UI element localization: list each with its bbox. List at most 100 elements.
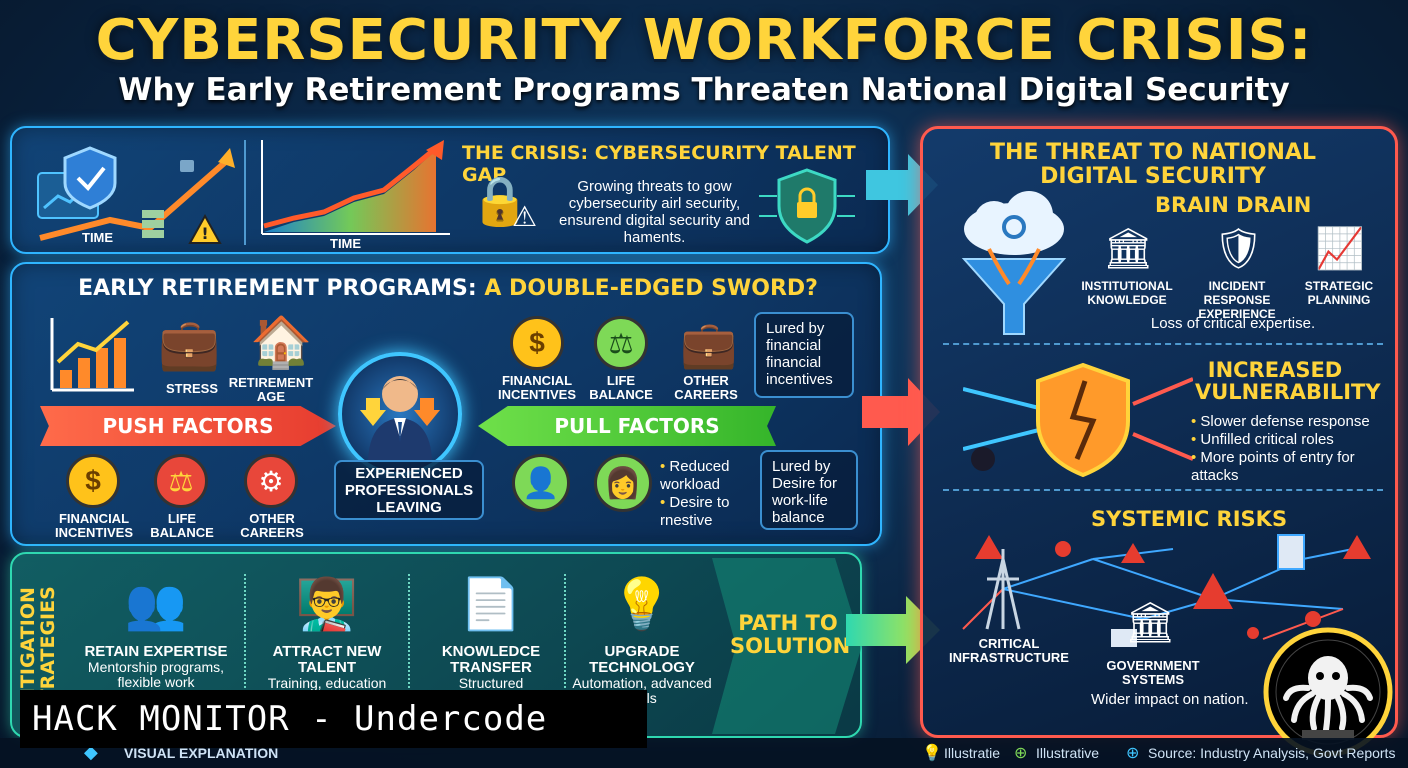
government-building-icon: 🏛 xyxy=(1125,601,1176,645)
person-avatar-icon: 👤 xyxy=(512,454,570,512)
briefcase-icon-pull: 💼 xyxy=(680,318,738,370)
systemic-network-diagram xyxy=(962,534,1371,647)
push-factor-retirement-age: RETIREMENT AGE xyxy=(228,375,314,404)
large-chart-axis-label: TIME xyxy=(330,236,362,251)
circuit-shield-icon xyxy=(759,168,855,244)
pull-factors-arrow: PULL FACTORS xyxy=(478,406,776,446)
footer-legend-2: Illustrative xyxy=(1036,745,1100,761)
threat-title: THE THREAT TO NATIONAL DIGITAL SECURITY xyxy=(990,140,1316,189)
mitigation-title: KNOWLEDCE TRANSFER xyxy=(441,643,541,676)
mitigation-desc: Training, education xyxy=(267,675,387,691)
divider xyxy=(244,140,246,245)
rising-bar-chart-icon xyxy=(50,318,134,392)
mitigation-title: ATTRACT NEW TALENT xyxy=(272,643,382,676)
vuln-bullet: Slower defense response xyxy=(1191,413,1391,431)
mitigation-title: UPGRADE TECHNOLOGY xyxy=(589,643,695,676)
small-growth-chart: ! xyxy=(37,146,235,244)
mitigation-attract: 👨‍🏫 ATTRACT NEW TALENT Training, educati… xyxy=(252,564,402,691)
strategy-chart-icon: 📈 xyxy=(1315,227,1365,271)
small-chart-axis-label: TIME xyxy=(82,230,114,245)
divider xyxy=(408,574,410,724)
page-title: CYBERSECURITY WORKFORCE CRISIS: xyxy=(95,8,1313,73)
globe-icon: ⊕ xyxy=(1014,745,1028,762)
arrow-solution-to-threat xyxy=(846,596,940,664)
systemic-title: SYSTEMIC RISKS xyxy=(1091,507,1288,531)
early-retirement-panel: EARLY RETIREMENT PROGRAMS: A DOUBLE-EDGE… xyxy=(10,262,882,546)
cracked-shield-icon xyxy=(963,362,1193,478)
teacher-board-icon: 👨‍🏫 xyxy=(295,576,359,632)
mitigation-desc: Mentorship programs, flexible work xyxy=(87,659,225,690)
document-icon: 📄 xyxy=(459,576,523,632)
lured-financial-box: Lured by financial financial incentives xyxy=(754,312,854,398)
dollar-coin-icon: $ xyxy=(66,454,120,508)
svg-text:!: ! xyxy=(201,224,208,243)
crisis-text: Growing threats to gow cybersecurity air… xyxy=(559,178,750,246)
pull-bullet: Reduced workload xyxy=(660,458,756,494)
padlock-icon: 🔒 xyxy=(470,175,530,228)
brain-drain-title: BRAIN DRAIN xyxy=(1155,193,1312,217)
lured-financial-text: Lured by financial financial incentives xyxy=(766,320,833,388)
lured-balance-box: Lured by Desire for work-life balance xyxy=(760,450,858,530)
brain-caption: Loss of critical expertise. xyxy=(1150,315,1316,332)
pull-factor-life-balance: LIFE BALANCE xyxy=(589,373,653,402)
source-globe-icon: ⊕ xyxy=(1126,745,1140,762)
pull-factor-other-careers: OTHER CAREERS xyxy=(674,373,738,402)
early-retirement-title: EARLY RETIREMENT PROGRAMS: A DOUBLE-EDGE… xyxy=(12,276,884,301)
lightbulb-gear-icon: 💡 xyxy=(610,576,674,632)
push-factors-arrow: PUSH FACTORS xyxy=(40,406,336,446)
life-balance-icon-pull: ⚖ xyxy=(594,316,648,370)
brain-item: STRATEGIC PLANNING xyxy=(1304,279,1374,307)
push-factor-financial: FINANCIAL INCENTIVES xyxy=(54,511,133,540)
house-icon: 🏠 xyxy=(250,314,313,370)
push-factor-other-careers: OTHER CAREERS xyxy=(240,511,304,540)
vuln-bullet: More points of entry for attacks xyxy=(1191,449,1391,485)
crisis-title: THE CRISIS: CYBERSECURITY TALENT GAP xyxy=(462,142,856,186)
path-to-solution: PATH TO SOLUTION xyxy=(730,611,851,658)
divider xyxy=(943,343,1383,345)
early-title-yellow: A DOUBLE-EDGED SWORD? xyxy=(484,276,818,301)
alert-shield-icon: 🛡 xyxy=(1213,227,1264,271)
hack-monitor-banner: HACK MONITOR - Undercode xyxy=(20,690,647,748)
footer-legend-1: Illustratie xyxy=(944,745,1001,761)
mitigation-desc: Structured xyxy=(458,675,524,691)
brain-item: INSTITUTIONAL KNOWLEDGE xyxy=(1081,279,1173,307)
center-label: EXPERIENCED PROFESSIONALS LEAVING xyxy=(344,464,474,516)
government-systems-label: GOVERNMENT SYSTEMS xyxy=(1106,658,1200,687)
pull-factor-financial: FINANCIAL INCENTIVES xyxy=(497,373,576,402)
pull-factors-label: PULL FACTORS xyxy=(554,414,720,438)
balance-scale-icon: ⚖ xyxy=(154,454,208,508)
mentor-people-icon: 👥 xyxy=(124,576,188,632)
footer-visual-explanation: VISUAL EXPLANATION xyxy=(124,745,279,761)
crisis-panel: ! TIME TIME THE CRISIS: CYBERSECURITY TA… xyxy=(10,126,890,254)
brain-item: INCIDENT RESPONSE EXPERIENCE xyxy=(1198,279,1276,321)
push-factors-label: PUSH FACTORS xyxy=(102,414,274,438)
gear-icon: ⚙ xyxy=(244,454,298,508)
vuln-bullet: Unfilled critical roles xyxy=(1191,431,1391,449)
mitigation-retain: 👥 RETAIN EXPERTISE Mentorship programs, … xyxy=(66,564,246,690)
mitigation-title: RETAIN EXPERTISE xyxy=(84,643,228,660)
footer-source: Source: Industry Analysis, Govt Reports xyxy=(1148,745,1396,761)
divider xyxy=(943,489,1383,491)
vulnerability-title: INCREASED VULNERABILITY xyxy=(1195,358,1381,404)
briefcase-icon: 💼 xyxy=(158,316,221,372)
mitigation-knowledge: 📄 KNOWLEDCE TRANSFER Structured xyxy=(416,564,566,691)
woman-avatar-icon: 👩 xyxy=(594,454,652,512)
lightbulb-icon: 💡 xyxy=(922,745,942,762)
talent-gap-chart xyxy=(261,140,450,235)
vulnerability-bullets: Slower defense response Unfilled critica… xyxy=(1191,413,1391,485)
experienced-professionals-box: EXPERIENCED PROFESSIONALS LEAVING xyxy=(334,460,484,520)
divider xyxy=(244,574,246,724)
cloud-funnel-icon xyxy=(961,191,1067,335)
critical-infrastructure-label: CRITICAL INFRASTRUCTURE xyxy=(949,636,1069,665)
push-factor-life-balance: LIFE BALANCE xyxy=(150,511,214,540)
systemic-caption: Wider impact on nation. xyxy=(1091,691,1249,708)
path-chevron xyxy=(712,558,862,734)
push-factor-stress: STRESS xyxy=(165,381,218,396)
early-title-white: EARLY RETIREMENT PROGRAMS: xyxy=(78,276,477,301)
mitigation-upgrade: 💡 UPGRADE TECHNOLOGY Automation, advance… xyxy=(572,564,712,706)
pull-bullet: Desire to rnestive xyxy=(660,494,756,530)
page-subtitle: Why Early Retirement Programs Threaten N… xyxy=(118,72,1290,108)
pull-bullets: Reduced workload Desire to rnestive xyxy=(660,458,756,530)
divider xyxy=(564,574,566,724)
professional-person-icon xyxy=(360,376,440,460)
